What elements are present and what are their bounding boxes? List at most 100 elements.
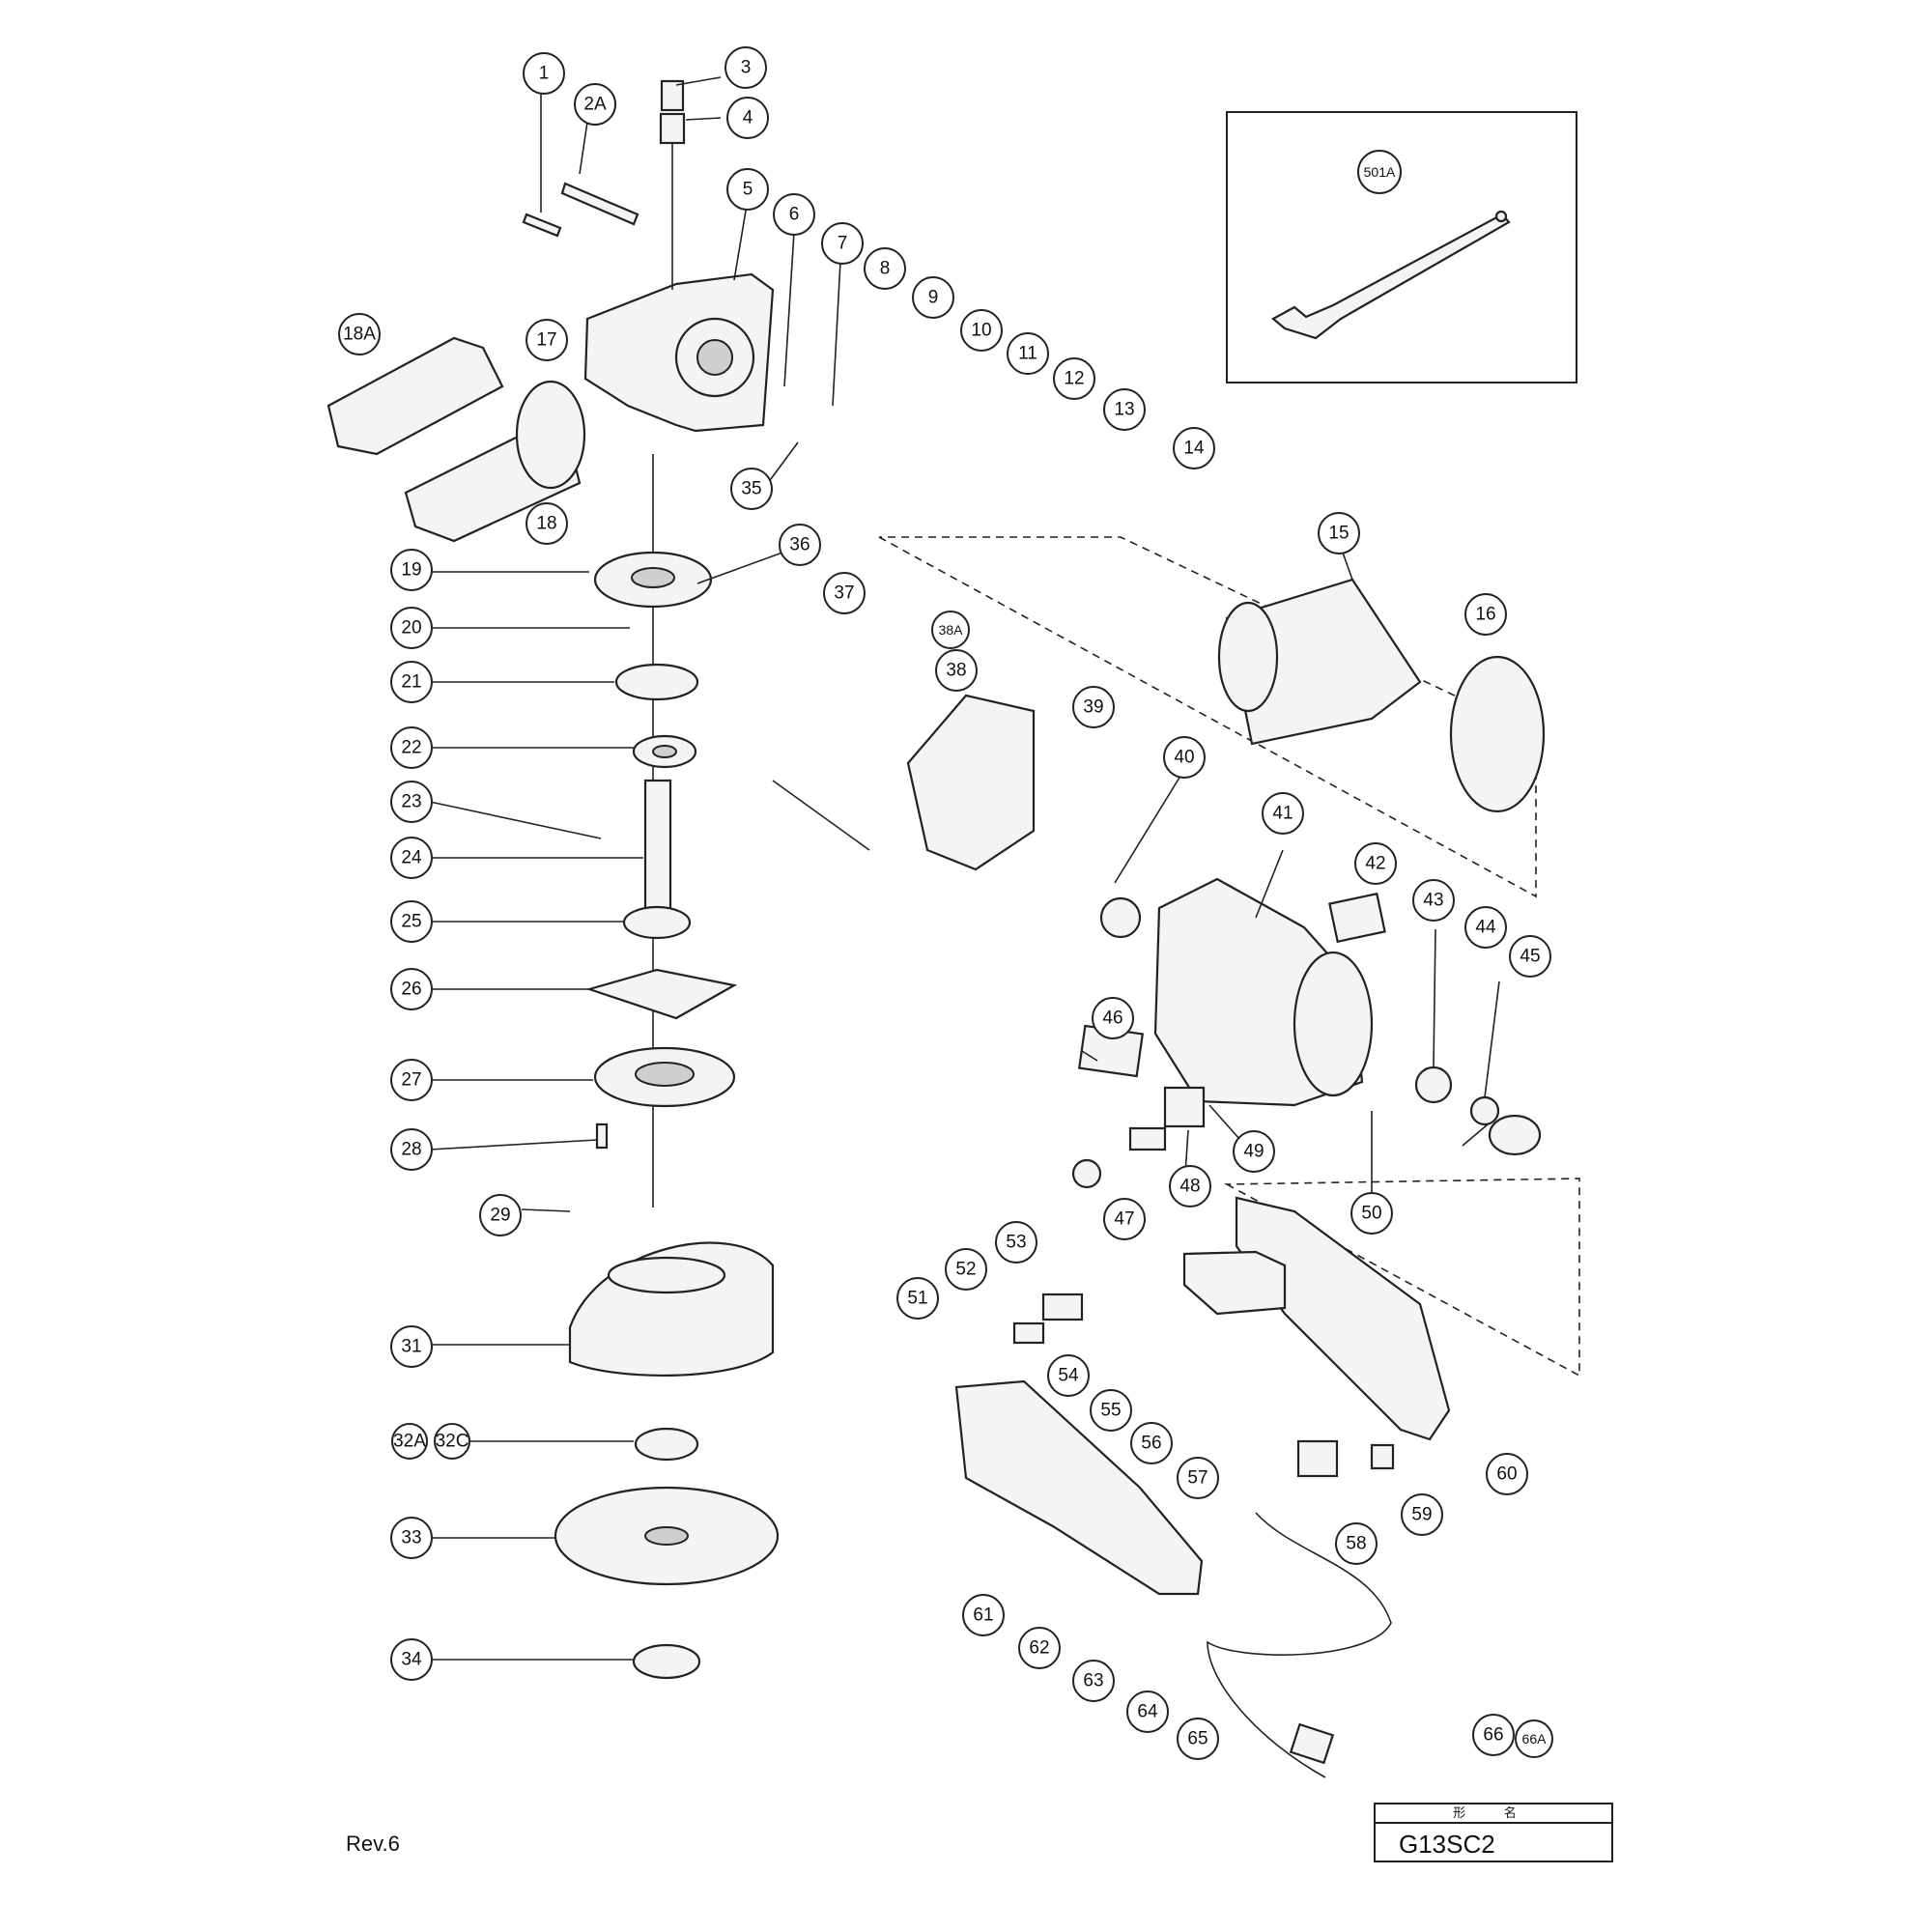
callout-21: 21	[390, 661, 433, 703]
callout-57: 57	[1177, 1457, 1219, 1499]
svg-text:5: 5	[743, 180, 753, 200]
callout-37: 37	[823, 572, 866, 614]
callout-59: 59	[1401, 1493, 1443, 1536]
callout-10: 10	[960, 309, 1003, 352]
title-block: 形 名 G13SC2	[1374, 1803, 1613, 1862]
svg-text:66A: 66A	[1522, 1731, 1548, 1747]
svg-text:57: 57	[1187, 1468, 1208, 1489]
svg-text:34: 34	[401, 1650, 422, 1670]
fan-baffle-16	[1449, 655, 1546, 813]
callout-4: 4	[726, 97, 769, 139]
callout-48: 48	[1169, 1165, 1211, 1208]
svg-text:56: 56	[1141, 1434, 1161, 1454]
svg-text:37: 37	[834, 583, 854, 604]
svg-text:45: 45	[1520, 947, 1540, 967]
svg-text:29: 29	[490, 1206, 510, 1226]
callout-33: 33	[390, 1517, 433, 1559]
svg-text:44: 44	[1475, 918, 1496, 938]
svg-text:55: 55	[1100, 1401, 1121, 1421]
svg-text:42: 42	[1365, 854, 1385, 874]
svg-text:62: 62	[1029, 1638, 1049, 1659]
callout-26: 26	[390, 968, 433, 1010]
svg-text:63: 63	[1083, 1671, 1103, 1691]
accessory-box	[1226, 111, 1577, 384]
svg-text:18A: 18A	[343, 325, 376, 345]
svg-text:7: 7	[838, 234, 848, 254]
callout-7: 7	[821, 222, 864, 265]
callout-2a: 2A	[574, 83, 616, 126]
callout-38a: 38A	[931, 611, 970, 649]
svg-text:39: 39	[1083, 697, 1103, 718]
callout-25: 25	[390, 900, 433, 943]
callout-58: 58	[1335, 1522, 1378, 1565]
svg-text:52: 52	[955, 1260, 976, 1280]
label-42	[1328, 892, 1386, 944]
svg-text:50: 50	[1361, 1204, 1381, 1224]
callout-40: 40	[1163, 736, 1206, 779]
svg-text:24: 24	[401, 848, 422, 868]
callout-32c: 32C	[434, 1423, 470, 1460]
svg-text:25: 25	[401, 912, 421, 932]
svg-text:18: 18	[536, 514, 556, 534]
callout-39: 39	[1072, 686, 1115, 728]
svg-text:48: 48	[1179, 1177, 1200, 1197]
callout-23: 23	[390, 781, 433, 823]
svg-text:32A: 32A	[393, 1432, 426, 1452]
callout-35: 35	[730, 468, 773, 510]
callout-3: 3	[724, 46, 767, 89]
callout-36: 36	[779, 524, 821, 566]
model-number: G13SC2	[1399, 1830, 1495, 1859]
callout-54: 54	[1047, 1354, 1090, 1397]
svg-text:36: 36	[789, 535, 810, 555]
svg-text:23: 23	[401, 792, 421, 812]
svg-text:4: 4	[743, 108, 753, 128]
svg-text:12: 12	[1064, 369, 1084, 389]
callout-66: 66	[1472, 1714, 1515, 1756]
title-block-header: 形 名	[1376, 1804, 1611, 1824]
side-handle-18a	[327, 336, 504, 456]
svg-text:43: 43	[1423, 891, 1443, 911]
svg-text:54: 54	[1058, 1366, 1079, 1386]
svg-text:3: 3	[741, 58, 752, 78]
callout-501a: 501A	[1357, 150, 1402, 194]
callout-60: 60	[1486, 1453, 1528, 1495]
svg-text:33: 33	[401, 1528, 421, 1548]
callout-62: 62	[1018, 1627, 1061, 1669]
svg-text:10: 10	[971, 321, 991, 341]
svg-text:66: 66	[1483, 1725, 1503, 1746]
callout-24: 24	[390, 837, 433, 879]
svg-text:61: 61	[973, 1605, 993, 1626]
revision-label: Rev.6	[346, 1832, 400, 1856]
svg-text:13: 13	[1114, 400, 1134, 420]
svg-text:38: 38	[946, 661, 966, 681]
callout-11: 11	[1007, 332, 1049, 375]
callout-20: 20	[390, 607, 433, 649]
svg-text:31: 31	[401, 1337, 421, 1357]
svg-text:35: 35	[741, 479, 761, 499]
callout-1: 1	[523, 52, 565, 95]
svg-text:47: 47	[1114, 1209, 1134, 1230]
svg-text:53: 53	[1006, 1233, 1026, 1253]
callout-38: 38	[935, 649, 978, 692]
svg-text:27: 27	[401, 1070, 421, 1091]
svg-text:11: 11	[1018, 344, 1037, 364]
callout-22: 22	[390, 726, 433, 769]
callout-6: 6	[773, 193, 815, 236]
svg-text:41: 41	[1272, 804, 1293, 824]
stator	[906, 694, 1036, 871]
svg-text:28: 28	[401, 1140, 421, 1160]
armature	[1225, 578, 1422, 746]
callout-56: 56	[1130, 1422, 1173, 1464]
callout-50: 50	[1350, 1192, 1393, 1235]
svg-text:51: 51	[907, 1289, 927, 1309]
svg-text:501A: 501A	[1364, 164, 1396, 180]
svg-text:2A: 2A	[583, 95, 607, 115]
svg-text:22: 22	[401, 738, 421, 758]
callout-65: 65	[1177, 1718, 1219, 1760]
svg-text:59: 59	[1411, 1505, 1432, 1525]
svg-text:64: 64	[1137, 1702, 1158, 1722]
svg-text:15: 15	[1328, 524, 1349, 544]
svg-text:26: 26	[401, 980, 421, 1000]
